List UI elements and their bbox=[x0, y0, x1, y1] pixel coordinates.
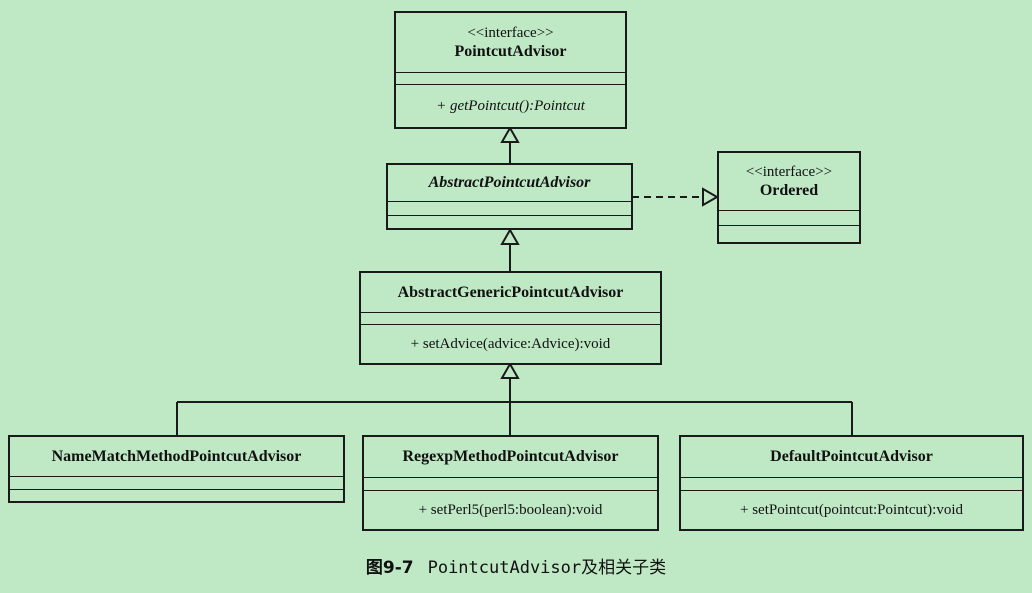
class-name: NameMatchMethodPointcutAdvisor bbox=[51, 447, 302, 465]
class-header: DefaultPointcutAdvisor bbox=[681, 437, 1022, 478]
class-default-pointcut-advisor: DefaultPointcutAdvisor + setPointcut(poi… bbox=[679, 435, 1024, 531]
class-header: <<interface>> Ordered bbox=[719, 153, 859, 211]
class-name: RegexpMethodPointcutAdvisor bbox=[402, 448, 619, 465]
methods-section bbox=[388, 216, 631, 228]
class-name: AbstractGenericPointcutAdvisor bbox=[397, 283, 624, 301]
class-header: AbstractGenericPointcutAdvisor bbox=[361, 273, 660, 313]
class-abstract-generic-pointcut-advisor: AbstractGenericPointcutAdvisor + setAdvi… bbox=[359, 271, 662, 365]
methods-section bbox=[10, 490, 343, 501]
methods-section: + setPointcut(pointcut:Pointcut):void bbox=[681, 491, 1022, 529]
attributes-section bbox=[364, 478, 657, 491]
methods-section: + setAdvice(advice:Advice):void bbox=[361, 325, 660, 363]
figure-caption: 图9-7 PointcutAdvisor及相关子类 bbox=[0, 553, 1032, 578]
attributes-section bbox=[10, 477, 343, 490]
methods-section bbox=[719, 226, 859, 242]
class-regexp-method-pointcut-advisor: RegexpMethodPointcutAdvisor + setPerl5(p… bbox=[362, 435, 659, 531]
figure-title: PointcutAdvisor及相关子类 bbox=[427, 558, 667, 578]
class-abstract-pointcut-advisor: AbstractPointcutAdvisor bbox=[386, 163, 633, 230]
class-name: DefaultPointcutAdvisor bbox=[770, 448, 933, 465]
class-header: AbstractPointcutAdvisor bbox=[388, 165, 631, 202]
figure-number: 图9-7 bbox=[365, 558, 414, 578]
class-name: PointcutAdvisor bbox=[454, 42, 567, 60]
class-name: AbstractPointcutAdvisor bbox=[428, 174, 591, 191]
generalization-arrowhead bbox=[500, 125, 520, 143]
class-name: Ordered bbox=[759, 181, 819, 199]
class-header: <<interface>> PointcutAdvisor bbox=[396, 13, 625, 73]
attributes-section bbox=[361, 313, 660, 325]
class-pointcut-advisor: <<interface>> PointcutAdvisor + getPoint… bbox=[394, 11, 627, 129]
class-header: NameMatchMethodPointcutAdvisor bbox=[10, 437, 343, 477]
realization-arrowhead bbox=[702, 187, 720, 207]
attributes-section bbox=[719, 211, 859, 226]
stereotype-label: <<interface>> bbox=[467, 24, 554, 41]
class-name-match-method-pointcut-advisor: NameMatchMethodPointcutAdvisor bbox=[8, 435, 345, 503]
attributes-section bbox=[396, 73, 625, 85]
generalization-arrowhead bbox=[500, 227, 520, 245]
method-set-advice: + setAdvice(advice:Advice):void bbox=[410, 335, 611, 352]
class-header: RegexpMethodPointcutAdvisor bbox=[364, 437, 657, 478]
methods-section: + setPerl5(perl5:boolean):void bbox=[364, 491, 657, 529]
generalization-arrowhead bbox=[500, 361, 520, 379]
attributes-section bbox=[681, 478, 1022, 491]
method-get-pointcut: + getPointcut():Pointcut bbox=[436, 97, 585, 114]
method-set-perl5: + setPerl5(perl5:boolean):void bbox=[418, 501, 603, 518]
stereotype-label: <<interface>> bbox=[745, 163, 833, 180]
methods-section: + getPointcut():Pointcut bbox=[396, 85, 625, 127]
attributes-section bbox=[388, 202, 631, 216]
class-ordered: <<interface>> Ordered bbox=[717, 151, 861, 244]
method-set-pointcut: + setPointcut(pointcut:Pointcut):void bbox=[739, 501, 964, 518]
